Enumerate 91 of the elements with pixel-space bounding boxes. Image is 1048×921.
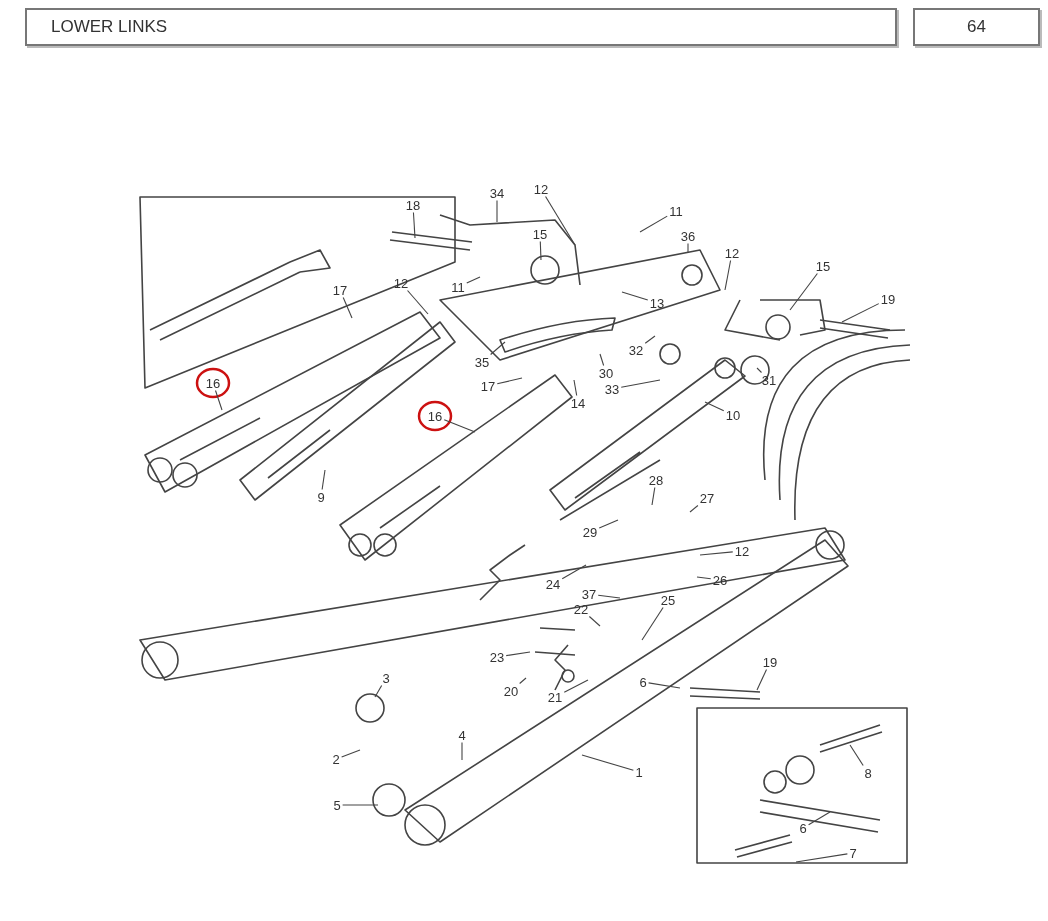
leader-line <box>563 679 589 693</box>
leader-line <box>321 469 326 491</box>
callout-number: 17 <box>479 379 497 393</box>
leader-line <box>597 594 621 599</box>
leader-line <box>461 741 463 761</box>
page-number-box: 64 <box>913 8 1040 46</box>
callout-number: 3 <box>381 671 391 685</box>
leader-line <box>342 804 379 806</box>
callout-number: 2 <box>331 752 341 766</box>
callout-number: 19 <box>879 292 897 306</box>
callout-number: 4 <box>457 728 467 742</box>
callout-number: 9 <box>316 490 326 504</box>
leader-line <box>496 377 523 385</box>
leader-line <box>545 195 576 246</box>
callout-number: 10 <box>724 408 742 422</box>
leader-line <box>639 215 668 233</box>
title-box: LOWER LINKS <box>25 8 897 46</box>
callout-number: 28 <box>647 473 665 487</box>
callout-number: 17 <box>331 283 349 297</box>
leader-line <box>466 276 481 284</box>
callout-number: 30 <box>597 366 615 380</box>
leader-line <box>808 811 831 826</box>
callout-number: 16 <box>426 409 444 423</box>
leader-line <box>641 606 664 641</box>
leader-line <box>443 419 476 433</box>
leader-line <box>505 651 531 657</box>
callout-number: 7 <box>848 846 858 860</box>
callout-number: 36 <box>679 229 697 243</box>
callout-number: 33 <box>603 382 621 396</box>
leader-line <box>849 744 864 767</box>
callout-number: 35 <box>473 355 491 369</box>
callout-number: 29 <box>581 525 599 539</box>
callout-number: 19 <box>761 655 779 669</box>
callout-number: 20 <box>502 684 520 698</box>
leader-line <box>724 259 732 291</box>
leader-line <box>699 551 734 556</box>
callout-number: 37 <box>580 587 598 601</box>
leader-line <box>689 504 699 513</box>
leader-line <box>687 242 689 253</box>
callout-number: 6 <box>638 675 648 689</box>
callout-number: 15 <box>531 227 549 241</box>
callout-number: 21 <box>546 690 564 704</box>
callout-number: 12 <box>532 182 550 196</box>
leader-line <box>412 211 416 239</box>
callout-number: 18 <box>404 198 422 212</box>
leader-line <box>756 668 768 691</box>
leader-line <box>490 341 506 356</box>
callout-number: 15 <box>814 259 832 273</box>
leader-line <box>704 401 725 412</box>
callout-number: 6 <box>798 821 808 835</box>
callout-number: 5 <box>332 798 342 812</box>
leader-line <box>588 615 601 627</box>
leader-line <box>696 576 712 580</box>
leader-line <box>599 353 605 367</box>
callout-number: 13 <box>648 296 666 310</box>
leader-line <box>214 389 223 411</box>
leader-line <box>651 486 656 506</box>
leader-line <box>374 684 383 698</box>
leader-line <box>342 296 353 319</box>
callout-number: 27 <box>698 491 716 505</box>
callout-number: 12 <box>723 246 741 260</box>
leader-line <box>573 379 578 397</box>
callout-number: 24 <box>544 577 562 591</box>
leader-line <box>620 379 661 388</box>
leader-line <box>621 291 649 301</box>
leader-line <box>795 853 848 863</box>
leader-line <box>539 240 542 261</box>
leader-line <box>644 335 656 344</box>
leader-line <box>341 749 361 758</box>
leader-line <box>841 303 880 323</box>
callout-number: 11 <box>668 204 684 218</box>
callout-number: 14 <box>569 396 587 410</box>
callout-number: 25 <box>659 593 677 607</box>
leader-line <box>598 519 619 529</box>
callout-number: 11 <box>450 280 466 294</box>
callout-number: 8 <box>863 766 873 780</box>
leader-line <box>581 754 634 771</box>
leader-line <box>561 564 587 580</box>
callout-number: 31 <box>760 373 778 387</box>
callout-number: 32 <box>627 343 645 357</box>
leader-line <box>756 367 763 374</box>
leader-line <box>789 272 818 311</box>
callout-number: 34 <box>488 186 506 200</box>
leader-line <box>496 199 498 223</box>
callout-number: 16 <box>204 376 222 390</box>
leader-line <box>406 289 429 315</box>
leader-line <box>519 677 527 685</box>
callout-number: 12 <box>733 544 751 558</box>
callout-number: 23 <box>488 650 506 664</box>
callout-number: 1 <box>634 765 644 779</box>
leader-line <box>648 682 681 689</box>
